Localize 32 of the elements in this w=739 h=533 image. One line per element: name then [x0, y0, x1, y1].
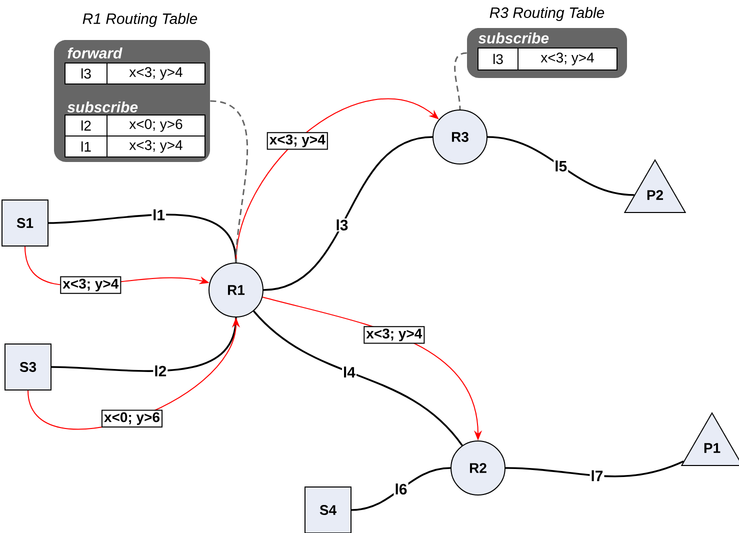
source-box: S3	[4, 344, 52, 390]
link-line	[48, 214, 237, 263]
table-cell: l2	[64, 114, 108, 136]
link-line	[263, 136, 433, 291]
source-box: S4	[304, 486, 352, 533]
link-label: l1	[152, 208, 166, 222]
source-box: S1	[2, 200, 48, 246]
filter-label: x<3; y>4	[266, 132, 328, 150]
link-label: l7	[590, 469, 604, 482]
table-cell: l1	[64, 136, 108, 158]
link-label: l4	[342, 366, 356, 378]
link-label: l6	[394, 482, 408, 496]
link-line	[487, 136, 634, 196]
link-line	[351, 467, 451, 511]
link-label: l5	[554, 160, 568, 172]
filter-label: x<3; y>4	[60, 276, 122, 294]
table-cell: l3	[478, 48, 518, 70]
filter-label: x<3; y>4	[364, 326, 425, 344]
link-label: l2	[153, 364, 168, 378]
dashed-leader-line	[210, 100, 248, 263]
table-heading: R1 Routing Table	[82, 13, 198, 27]
section-heading: subscribe	[478, 32, 549, 44]
link-line	[253, 310, 463, 446]
link-line	[505, 460, 684, 478]
filter-label: x<0; y>6	[101, 410, 163, 428]
section-heading: forward	[68, 47, 122, 58]
table-heading: R3 Routing Table	[490, 7, 604, 21]
table-cell: l3	[64, 62, 108, 84]
section-heading: subscribe	[67, 102, 138, 112]
link-label: l3	[334, 218, 350, 232]
link-line	[51, 317, 237, 372]
dashed-leader-line	[454, 52, 467, 110]
